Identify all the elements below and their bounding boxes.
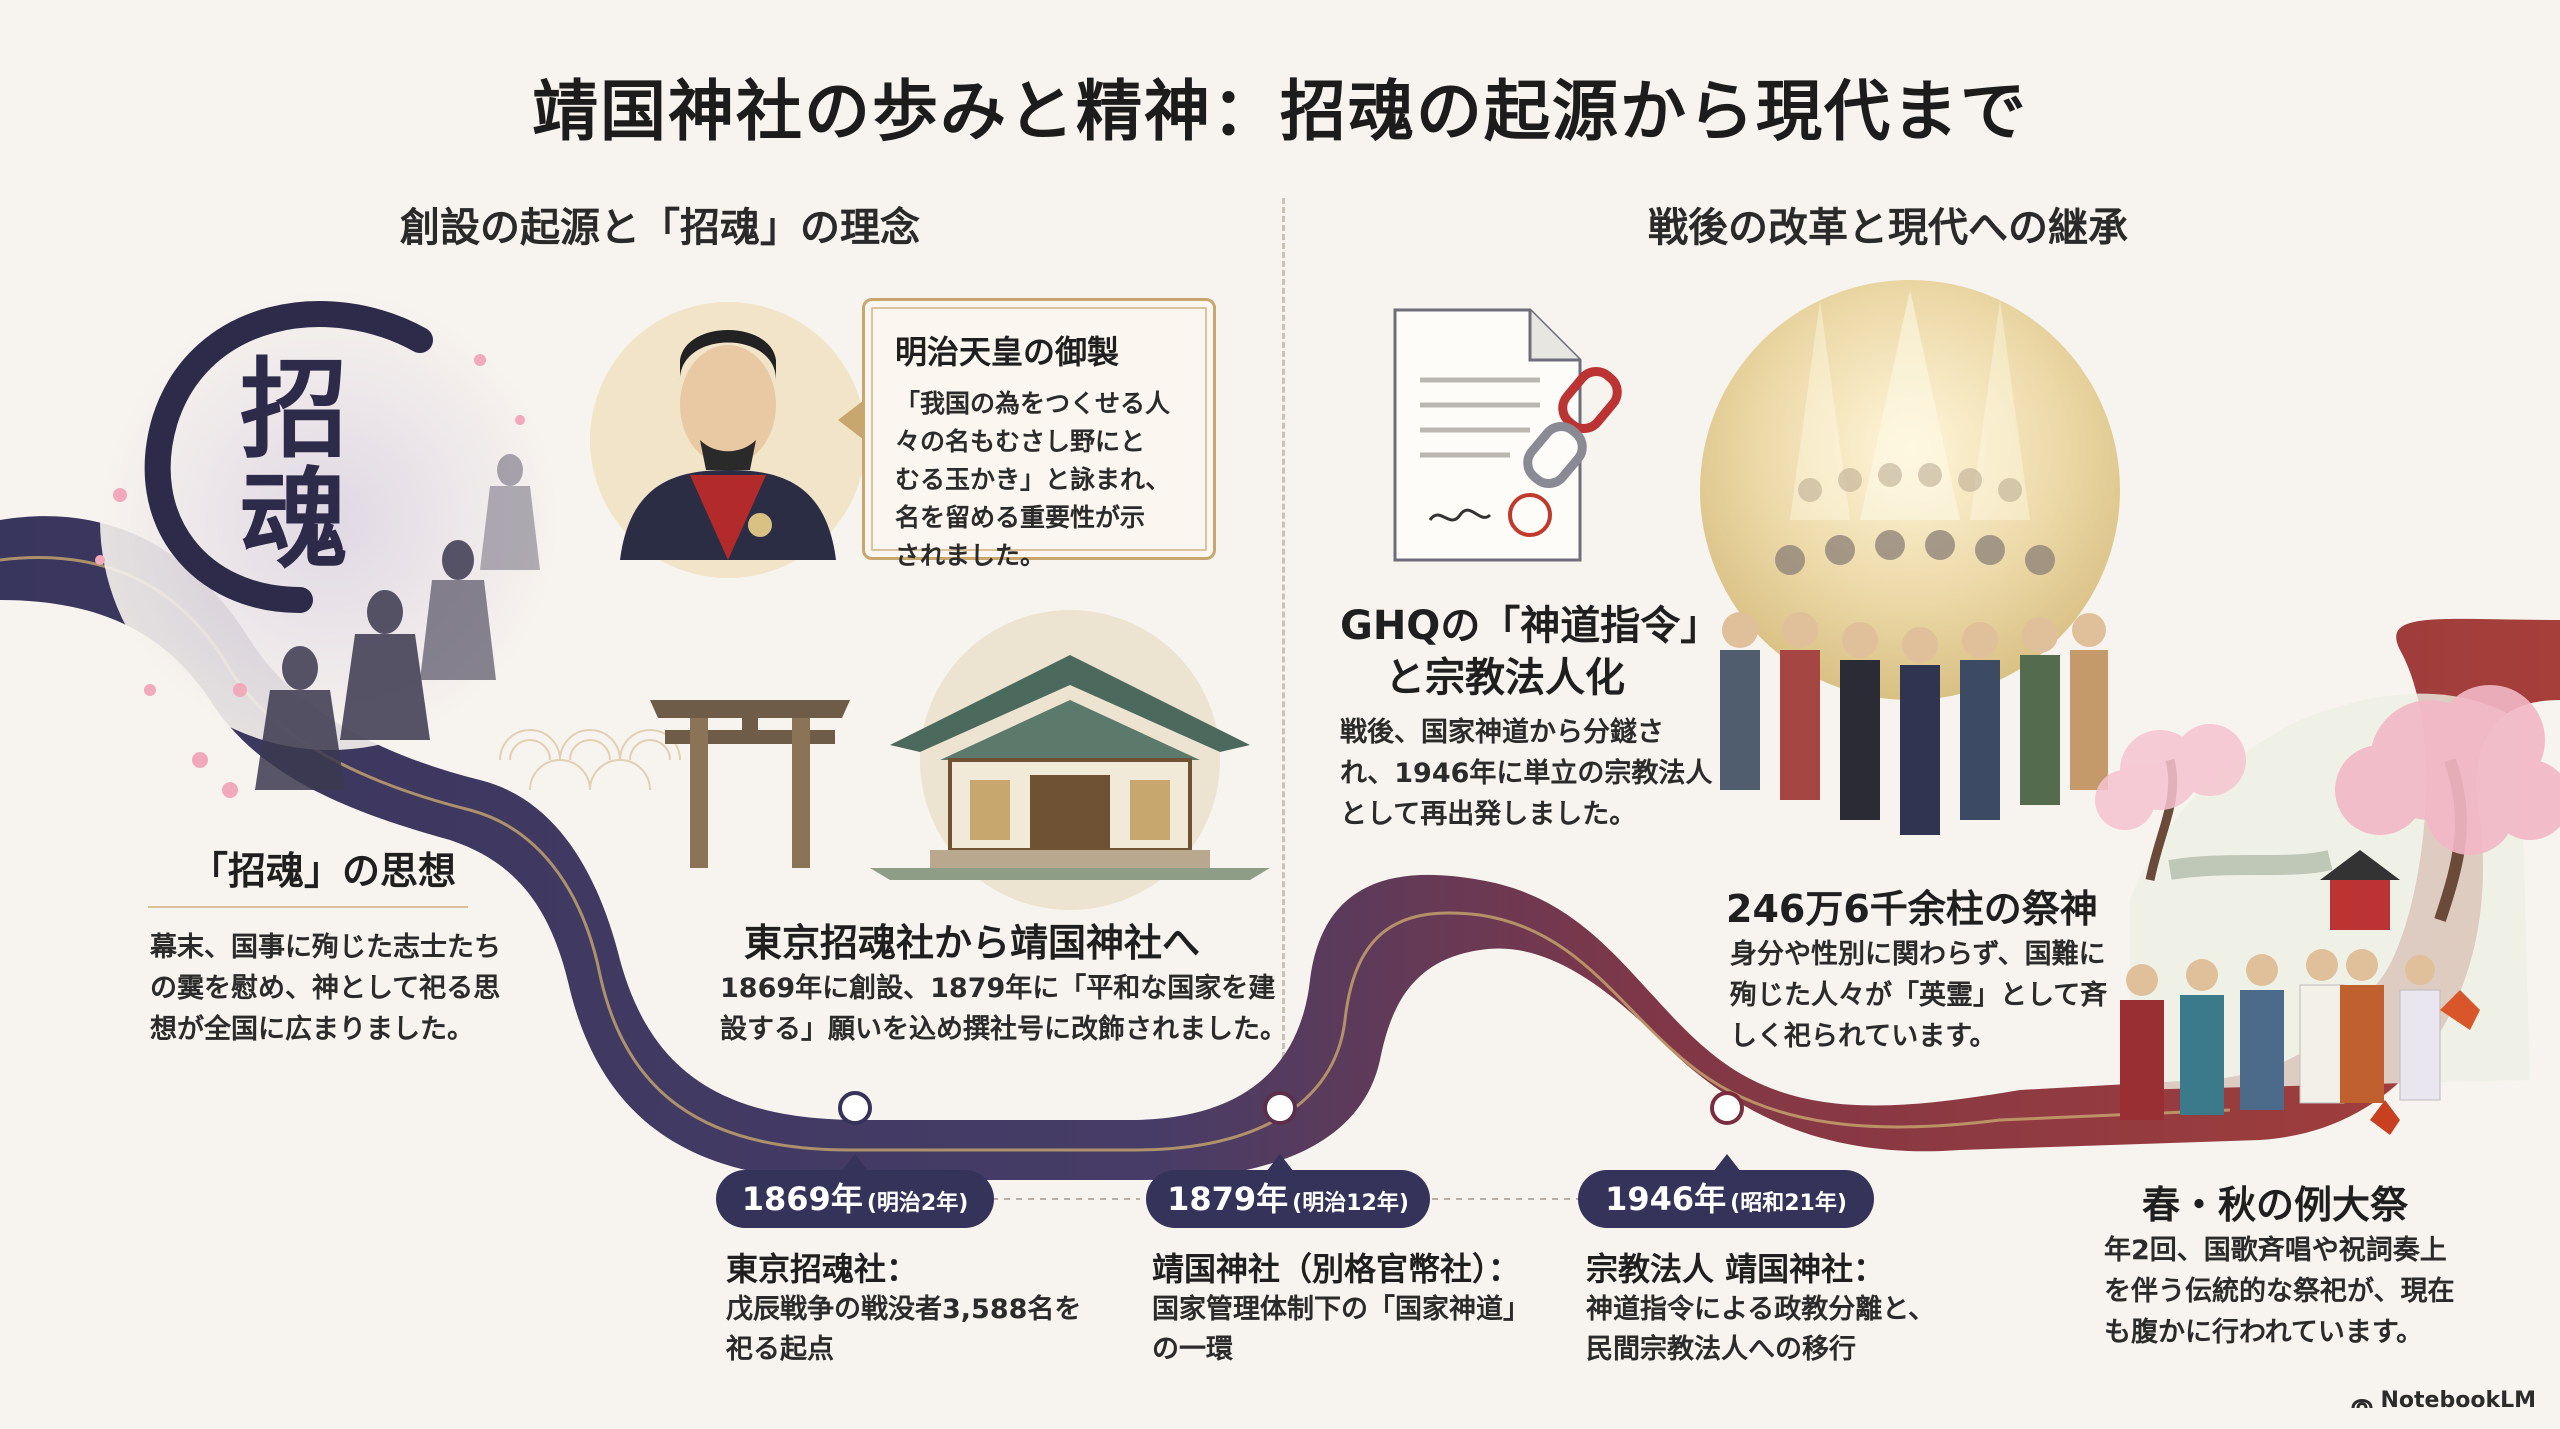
shokon-rule bbox=[148, 906, 468, 908]
deities-heading: 246万6千余柱の祭神 bbox=[1726, 887, 2098, 931]
emperor-poem-callout: 明治天皇の御製 「我国の為をつくせる人 々の名もむさし野にと むる玉かき」と詠ま… bbox=[862, 298, 1216, 570]
emblem-char-1: 招 bbox=[240, 347, 349, 473]
callout-heading: 明治天皇の御製 bbox=[895, 333, 1120, 371]
callout-tail bbox=[838, 400, 864, 440]
renaming-body: 1869年に創設、1879年に「平和な国家を建 設する」願いを込め撰社号に改飾さ… bbox=[720, 973, 1287, 1045]
section-heading-postwar: 戦後の改革と現代への継承 bbox=[1648, 205, 2128, 251]
festival-heading: 春・秋の例大祭 bbox=[2142, 1183, 2409, 1227]
timeline-tick-1946 bbox=[1713, 1154, 1741, 1172]
shokon-body: 幕末、国事に殉じた志士たち の霙を慰め、神として祀る思 想が全国に広まりました。 bbox=[150, 932, 501, 1045]
page-title: 靖国神社の歩みと精神：招魂の起源から現代まで bbox=[532, 73, 2028, 150]
notebooklm-icon bbox=[2351, 1398, 2373, 1408]
timeline-tick-1879 bbox=[1266, 1154, 1294, 1172]
ghq-heading: GHQの「神道指令」 と宗教法人化 bbox=[1340, 603, 1721, 701]
event-1946-body: 神道指令による政教分離と、 民間宗教法人への移行 bbox=[1586, 1294, 1936, 1365]
festival-body: 年2回、国歌斉唱や祝詞奏上 を伴う伝統的な祭祀が、現在 も腹かに行われています。 bbox=[2104, 1235, 2455, 1348]
deities-body: 身分や性別に関わらず、国難に 殉じた人々が「英霊」として斉 しく祀られています。 bbox=[1730, 939, 2108, 1052]
timeline-year-1946: 1946年(昭和21年) bbox=[1578, 1170, 1874, 1228]
section-divider bbox=[1282, 198, 1285, 1058]
shokon-heading: 「招魂」の思想 bbox=[190, 849, 457, 893]
timeline-year-1869: 1869年(明治2年) bbox=[716, 1170, 994, 1228]
emblem-char-2: 魂 bbox=[240, 457, 349, 583]
section-heading-origin: 創設の起源と「招魂」の理念 bbox=[400, 205, 920, 251]
shokon-emblem: 招 魂 bbox=[240, 355, 348, 575]
renaming-heading: 東京招魂社から靖国神社へ bbox=[744, 921, 1201, 965]
event-1869-body: 戊辰戦争の戦没者3,588名を 祀る起点 bbox=[726, 1294, 1082, 1365]
event-1879-body: 国家管理体制下の「国家神道」 の一環 bbox=[1152, 1294, 1530, 1365]
callout-body: 「我国の為をつくせる人 々の名もむさし野にと むる玉かき」と詠まれ、 名を留める… bbox=[895, 389, 1171, 570]
event-1946-heading: 宗教法人 靖国神社： bbox=[1586, 1250, 1886, 1288]
notebooklm-logo: NotebookLM bbox=[2351, 1388, 2536, 1413]
timeline-tick-1869 bbox=[841, 1154, 869, 1172]
event-1869-heading: 東京招魂社： bbox=[726, 1250, 919, 1288]
event-1879-heading: 靖国神社（別格官幣社）： bbox=[1152, 1250, 1521, 1288]
ghq-body: 戦後、国家神道から分鐩さ れ、1946年に単立の宗教法人 として再出発しました。 bbox=[1340, 717, 1713, 830]
timeline-year-1879: 1879年(明治12年) bbox=[1146, 1170, 1430, 1228]
